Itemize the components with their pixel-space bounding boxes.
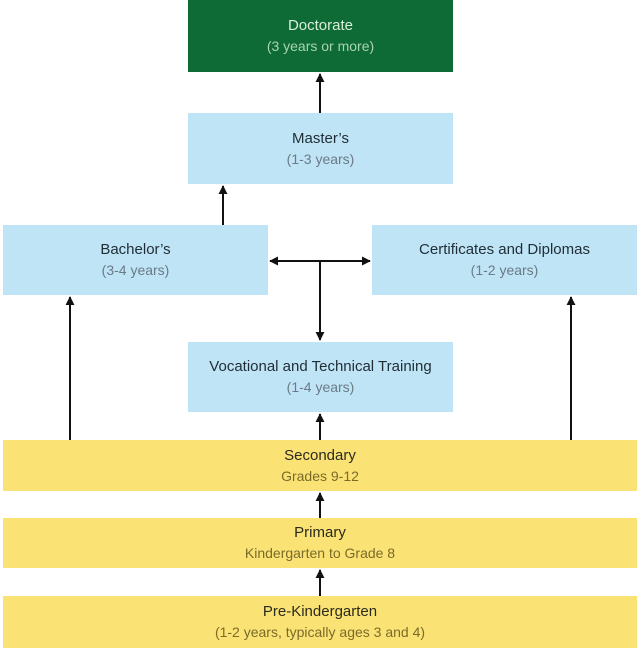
node-primary-title: Primary: [294, 524, 346, 541]
node-masters-subtitle: (1-3 years): [286, 150, 355, 167]
node-bachelors-title: Bachelor’s: [100, 241, 171, 258]
node-bachelors-subtitle: (3-4 years): [101, 262, 170, 278]
node-masters: Master’s (1-3 years): [188, 113, 453, 184]
node-certificates: Certificates and Diplomas (1-2 years): [372, 225, 637, 295]
node-prek-title: Pre-Kindergarten: [262, 603, 378, 620]
node-secondary-subtitle: Grades 9-12: [281, 467, 359, 484]
node-primary-subtitle: Kindergarten to Grade 8: [244, 545, 396, 561]
node-doctorate: Doctorate (3 years or more): [188, 0, 453, 72]
node-secondary: Secondary Grades 9-12: [3, 440, 637, 491]
node-bachelors: Bachelor’s (3-4 years): [3, 225, 268, 295]
node-masters-title: Master’s: [292, 129, 349, 147]
node-vocational-subtitle: (1-4 years): [286, 379, 355, 395]
node-vocational-title: Vocational and Technical Training: [209, 358, 432, 375]
node-vocational: Vocational and Technical Training (1-4 y…: [188, 342, 453, 412]
node-certificates-subtitle: (1-2 years): [470, 262, 539, 278]
node-doctorate-title: Doctorate: [287, 17, 354, 34]
node-doctorate-subtitle: (3 years or more): [266, 38, 375, 54]
node-primary: Primary Kindergarten to Grade 8: [3, 518, 637, 568]
node-certificates-title: Certificates and Diplomas: [419, 241, 590, 258]
node-prek-subtitle: (1-2 years, typically ages 3 and 4): [214, 624, 426, 640]
node-prek: Pre-Kindergarten (1-2 years, typically a…: [3, 596, 637, 648]
node-secondary-title: Secondary: [284, 446, 356, 464]
